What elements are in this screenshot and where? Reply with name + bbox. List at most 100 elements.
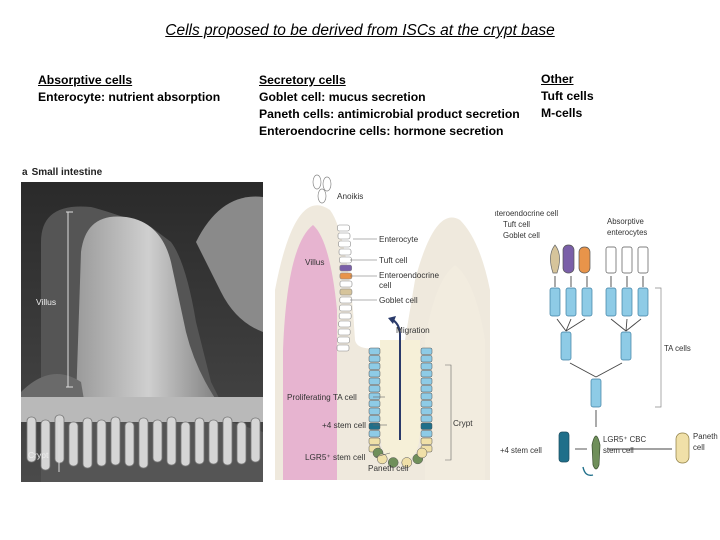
label-lineage-lgr5-2: stem cell bbox=[603, 446, 634, 455]
sem-crypt-label: Crypt bbox=[28, 450, 49, 460]
crypt-cell bbox=[368, 430, 381, 438]
enteroendocrine-cell bbox=[578, 246, 591, 274]
villus-epithelial-cell bbox=[336, 344, 350, 352]
lgr5-cbc-cell bbox=[591, 435, 601, 470]
enterocyte-cell bbox=[637, 246, 649, 274]
crypt-base-cell bbox=[416, 447, 428, 459]
label-proliferating: Proliferating TA cell bbox=[287, 393, 357, 402]
villus-epithelial-cell bbox=[339, 264, 353, 272]
panel-letter: a bbox=[22, 167, 28, 178]
villus-epithelial-cell bbox=[339, 296, 353, 304]
secretory-item: Enteroendocrine cells: hormone secretion bbox=[259, 124, 504, 138]
label-villus: Villus bbox=[305, 258, 324, 267]
sem-villus-label: Villus bbox=[36, 297, 57, 307]
crypt-cell bbox=[420, 422, 433, 430]
villus-epithelial-cell bbox=[339, 304, 352, 312]
villus-epithelial-cell bbox=[337, 336, 350, 344]
secretory-item: Paneth cells: antimicrobial product secr… bbox=[259, 107, 520, 121]
villus-epithelial-cell bbox=[338, 312, 352, 320]
crypt-base-cell bbox=[376, 453, 388, 465]
enterocyte-cell bbox=[621, 246, 633, 274]
crypt-cell bbox=[368, 415, 381, 423]
crypt-cell bbox=[368, 407, 381, 415]
crypt-base-cell bbox=[387, 457, 399, 468]
lineage-arrows bbox=[554, 276, 672, 450]
crypt-cell bbox=[368, 385, 381, 393]
tuft-cell bbox=[562, 244, 575, 274]
villus-epithelial-cell bbox=[339, 256, 352, 264]
crypt-cell bbox=[368, 377, 381, 385]
other-item: Tuft cells bbox=[541, 89, 594, 103]
secretory-column: Secretory cells Goblet cell: mucus secre… bbox=[259, 72, 520, 140]
differentiated-cells bbox=[550, 244, 649, 274]
crypt-cell bbox=[368, 422, 381, 430]
villus-epithelial-cell bbox=[337, 232, 351, 240]
villus-core bbox=[283, 225, 337, 480]
villus-epithelium bbox=[336, 224, 353, 352]
other-item: M-cells bbox=[541, 106, 583, 120]
panel-title: Small intestine bbox=[31, 167, 103, 178]
label-lineage-paneth-2: cell bbox=[693, 443, 705, 452]
crypt-cell bbox=[420, 437, 433, 445]
crypt-cell bbox=[420, 355, 433, 363]
label-lineage-abs-1: Absorptive bbox=[607, 217, 644, 226]
label-lineage-lgr5-1: LGR5⁺ CBC bbox=[603, 435, 646, 444]
secretory-item: Goblet cell: mucus secretion bbox=[259, 90, 426, 104]
crypt-cell bbox=[420, 362, 433, 370]
crypt-cell bbox=[420, 407, 433, 415]
label-paneth: Paneth cell bbox=[368, 464, 409, 473]
crypt-cell bbox=[368, 370, 381, 378]
label-lgr5: LGR5⁺ stem cell bbox=[305, 453, 365, 462]
absorptive-column: Absorptive cells Enterocyte: nutrient ab… bbox=[38, 72, 220, 106]
migration-arrowhead bbox=[388, 316, 396, 324]
leader-lines bbox=[350, 238, 452, 461]
villus-epithelial-cell bbox=[338, 248, 352, 256]
label-tuft: Tuft cell bbox=[379, 256, 408, 265]
sem-image bbox=[21, 182, 263, 482]
label-lineage-plus4: +4 stem cell bbox=[500, 446, 542, 455]
goblet-cell bbox=[550, 244, 560, 274]
crypt-cells bbox=[368, 347, 433, 468]
villus-epithelial-cell bbox=[338, 240, 351, 248]
label-lineage-paneth-1: Paneth bbox=[693, 432, 718, 441]
crypt-cell bbox=[420, 377, 433, 385]
label-lineage-ee: Enteroendocrine cell bbox=[495, 209, 558, 218]
slide-title: Cells proposed to be derived from ISCs a… bbox=[165, 22, 555, 39]
absorptive-heading: Absorptive cells bbox=[38, 73, 133, 87]
crypt-cell bbox=[420, 400, 433, 408]
secretory-heading: Secretory cells bbox=[259, 73, 346, 87]
lineage-diagram: Enteroendocrine cell Tuft cell Goblet ce… bbox=[495, 209, 718, 477]
label-anoikis: Anoikis bbox=[337, 192, 363, 201]
villus-epithelial-cell bbox=[337, 224, 350, 232]
villus-epithelial-cell bbox=[338, 320, 351, 328]
crypt-cell bbox=[368, 362, 381, 370]
crypt-cell bbox=[420, 415, 433, 423]
crypt-cell bbox=[368, 400, 381, 408]
crypt-cell bbox=[420, 392, 433, 400]
label-lineage-tuft: Tuft cell bbox=[503, 220, 530, 229]
label-crypt: Crypt bbox=[453, 419, 473, 428]
label-migration: Migration bbox=[396, 326, 430, 335]
progenitor-cells bbox=[549, 287, 649, 408]
sem-micrograph: Villus Crypt bbox=[21, 182, 263, 482]
crypt-cell bbox=[368, 347, 381, 355]
label-enteroendocrine-2: cell bbox=[379, 281, 391, 290]
right-villus bbox=[425, 265, 485, 480]
label-lineage-goblet: Goblet cell bbox=[503, 231, 540, 240]
other-column: Other Tuft cells M-cells bbox=[541, 71, 594, 122]
paneth-lineage-cell bbox=[675, 432, 690, 464]
label-lineage-ta: TA cells bbox=[664, 344, 691, 353]
label-lineage-abs-2: enterocytes bbox=[607, 228, 647, 237]
other-heading: Other bbox=[541, 72, 574, 86]
crypt-cell bbox=[368, 355, 381, 363]
villus-epithelial-cell bbox=[339, 288, 353, 296]
crypt-cell bbox=[420, 430, 433, 438]
self-renewal-arrow bbox=[582, 466, 594, 477]
label-enterocyte: Enterocyte bbox=[379, 235, 419, 244]
label-goblet: Goblet cell bbox=[379, 296, 418, 305]
migration-arrow bbox=[392, 319, 401, 440]
plus4-stem-cell bbox=[558, 431, 570, 463]
crypt-cell bbox=[368, 392, 381, 400]
enterocyte-cell bbox=[605, 246, 617, 274]
